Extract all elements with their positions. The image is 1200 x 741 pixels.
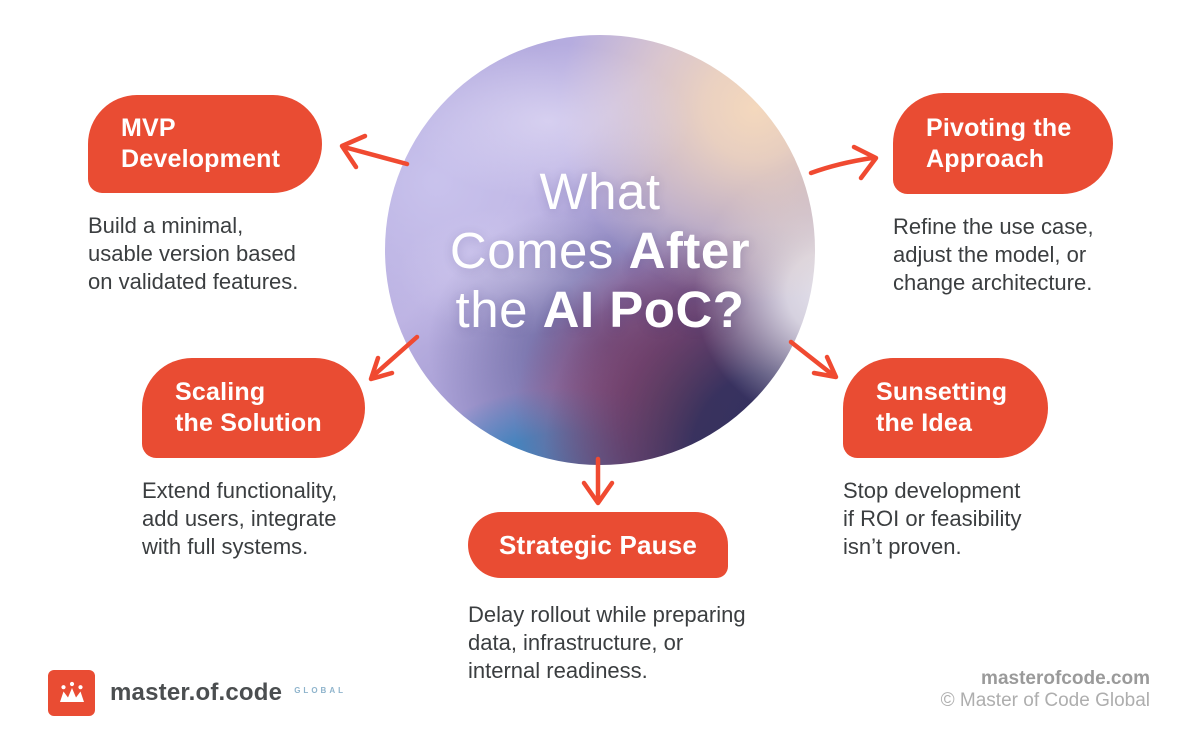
description-line: Refine the use case, (893, 214, 1094, 239)
scaling-solution-description: Extend functionality, add users, integra… (142, 477, 365, 561)
description-line: data, infrastructure, or (468, 630, 684, 655)
description-line: isn’t proven. (843, 534, 962, 559)
pill-title-line: MVP (121, 114, 176, 142)
pill-title-line: Sunsetting (876, 378, 1008, 406)
description-line: change architecture. (893, 270, 1093, 295)
description-line: with full systems. (142, 534, 309, 559)
pivoting-approach-description: Refine the use case, adjust the model, o… (893, 213, 1113, 297)
circle-gradient-sheen (385, 35, 815, 465)
node-pivoting-the-approach: Pivoting the Approach Refine the use cas… (893, 93, 1113, 297)
copyright-text: © Master of Code Global (940, 690, 1150, 711)
description-line: adjust the model, or (893, 242, 1087, 267)
logo-global-tag: GLOBAL (294, 685, 346, 695)
strategic-pause-description: Delay rollout while preparing data, infr… (468, 601, 746, 685)
pill-title-line: Pivoting the (926, 113, 1072, 142)
pill-title-line: Strategic Pause (498, 529, 698, 560)
pill-title-line: Approach (926, 144, 1045, 173)
main-title: What Comes After the AI PoC? (385, 35, 815, 465)
mvp-development-label: MVP Development (88, 95, 322, 193)
description-line: on validated features. (88, 269, 299, 294)
main-title-line3: the AI PoC? (455, 280, 745, 338)
node-scaling-the-solution: Scaling the Solution Extend functionalit… (142, 358, 365, 561)
pill-title-line: Development (121, 145, 281, 173)
description-line: usable version based (88, 241, 296, 266)
main-title-line1: What (539, 162, 661, 220)
arrow-to-strategic-pause-icon (581, 456, 615, 506)
logo-crown-icon (48, 670, 95, 716)
node-sunsetting-the-idea: Sunsetting the Idea Stop development if … (843, 358, 1048, 561)
main-title-line2: Comes After (449, 221, 751, 279)
mvp-development-description: Build a minimal, usable version based on… (88, 212, 322, 296)
description-line: Delay rollout while preparing (468, 602, 746, 627)
strategic-pause-label: Strategic Pause (468, 512, 728, 578)
node-mvp-development: MVP Development Build a minimal, usable … (88, 95, 322, 296)
pill-title-line: the Idea (876, 409, 973, 437)
footer-credits: masterofcode.com © Master of Code Global (941, 668, 1150, 712)
sunsetting-idea-description: Stop development if ROI or feasibility i… (843, 477, 1048, 561)
description-line: add users, integrate (142, 506, 337, 531)
description-line: internal readiness. (468, 658, 648, 683)
description-line: Stop development (843, 478, 1021, 503)
pill-title-line: the Solution (175, 409, 322, 437)
node-strategic-pause: Strategic Pause Delay rollout while prep… (468, 512, 746, 685)
scaling-solution-label: Scaling the Solution (142, 358, 365, 458)
center-circle-graphic: What Comes After the AI PoC? (385, 35, 815, 465)
logo-wordmark: master.of.code (110, 679, 283, 706)
arrow-to-pivoting-icon (808, 144, 879, 181)
pivoting-approach-label: Pivoting the Approach (893, 93, 1113, 194)
brand-logo: master.of.code GLOBAL (48, 670, 346, 716)
description-line: Build a minimal, (88, 213, 244, 238)
pill-title-line: Scaling (175, 378, 266, 406)
description-line: if ROI or feasibility (843, 506, 1022, 531)
sunsetting-idea-label: Sunsetting the Idea (843, 358, 1048, 458)
website-link[interactable]: masterofcode.com (981, 668, 1150, 689)
description-line: Extend functionality, (142, 478, 338, 503)
